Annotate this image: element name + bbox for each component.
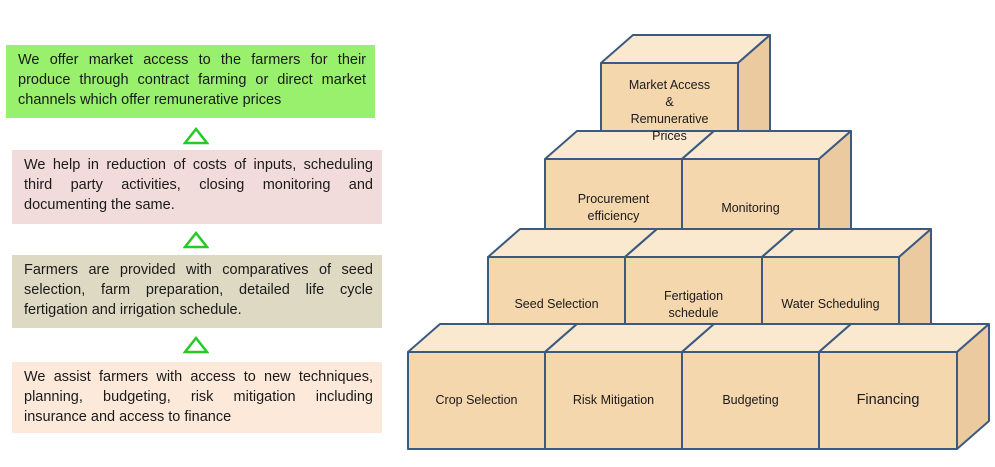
info-text-techniques: We assist farmers with access to new tec…: [24, 369, 373, 425]
info-text-cost-reduction: We help in reduction of costs of inputs,…: [24, 157, 373, 213]
info-text-market-access: We offer market access to the farmers fo…: [18, 52, 366, 108]
block-label-market-access: Market Access & Remunerative Prices: [628, 78, 711, 143]
info-text-comparatives: Farmers are provided with comparatives o…: [24, 262, 373, 318]
info-box-market-access: We offer market access to the farmers fo…: [6, 45, 375, 118]
block-label-water-scheduling: Water Scheduling: [781, 297, 880, 311]
block-label-monitoring: Monitoring: [721, 200, 780, 215]
block-label-procurement: Procurement efficiency: [577, 192, 650, 223]
info-box-cost-reduction: We help in reduction of costs of inputs,…: [12, 150, 382, 224]
block-label-seed-selection: Seed Selection: [514, 297, 599, 311]
block-label-risk-mitigation: Risk Mitigation: [572, 393, 655, 407]
info-box-techniques: We assist farmers with access to new tec…: [12, 362, 382, 433]
block-front-face: [818, 351, 958, 450]
info-box-comparatives: Farmers are provided with comparatives o…: [12, 255, 382, 328]
block-label-crop-selection: Crop Selection: [435, 393, 518, 407]
block-label-financing: Financing: [856, 392, 920, 408]
block-label-budgeting: Budgeting: [722, 393, 779, 407]
block-label-fertigation: Fertigation schedule: [663, 288, 724, 320]
